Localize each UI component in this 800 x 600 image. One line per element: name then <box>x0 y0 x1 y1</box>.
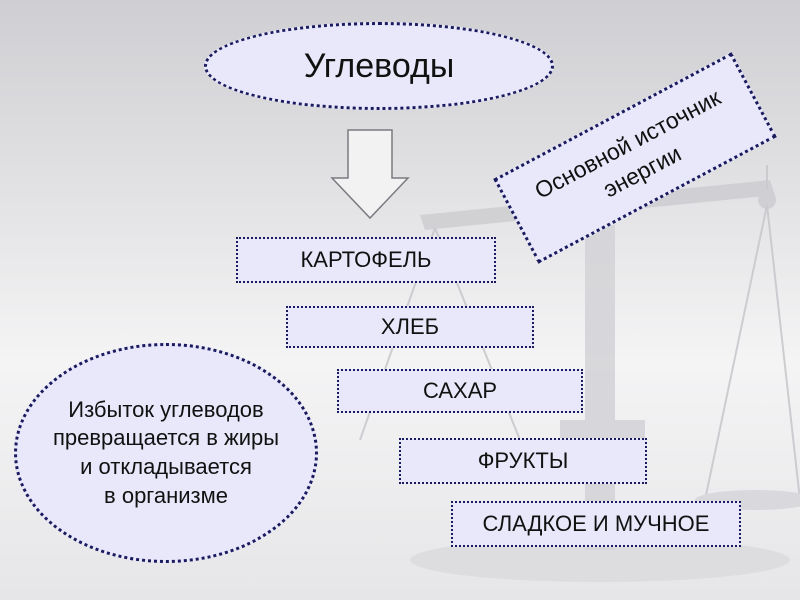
excess-note-text: Избыток углеводов превращается в жиры и … <box>52 396 280 508</box>
title-text: Углеводы <box>303 46 455 85</box>
food-label: ФРУКТЫ <box>477 448 569 473</box>
food-box-sweets-flour: СЛАДКОЕ И МУЧНОЕ <box>451 501 741 547</box>
food-box-fruits: ФРУКТЫ <box>399 438 647 484</box>
food-box-potato: КАРТОФЕЛЬ <box>236 237 496 283</box>
title-oval: Углеводы <box>204 22 554 110</box>
food-label: СЛАДКОЕ И МУЧНОЕ <box>482 511 710 536</box>
food-box-sugar: САХАР <box>337 369 583 413</box>
excess-note-oval: Избыток углеводов превращается в жиры и … <box>14 343 318 563</box>
food-label: САХАР <box>422 378 498 403</box>
down-arrow-icon <box>330 129 410 220</box>
food-box-bread: ХЛЕБ <box>286 306 534 348</box>
food-label: ХЛЕБ <box>380 314 440 339</box>
food-label: КАРТОФЕЛЬ <box>300 247 432 272</box>
